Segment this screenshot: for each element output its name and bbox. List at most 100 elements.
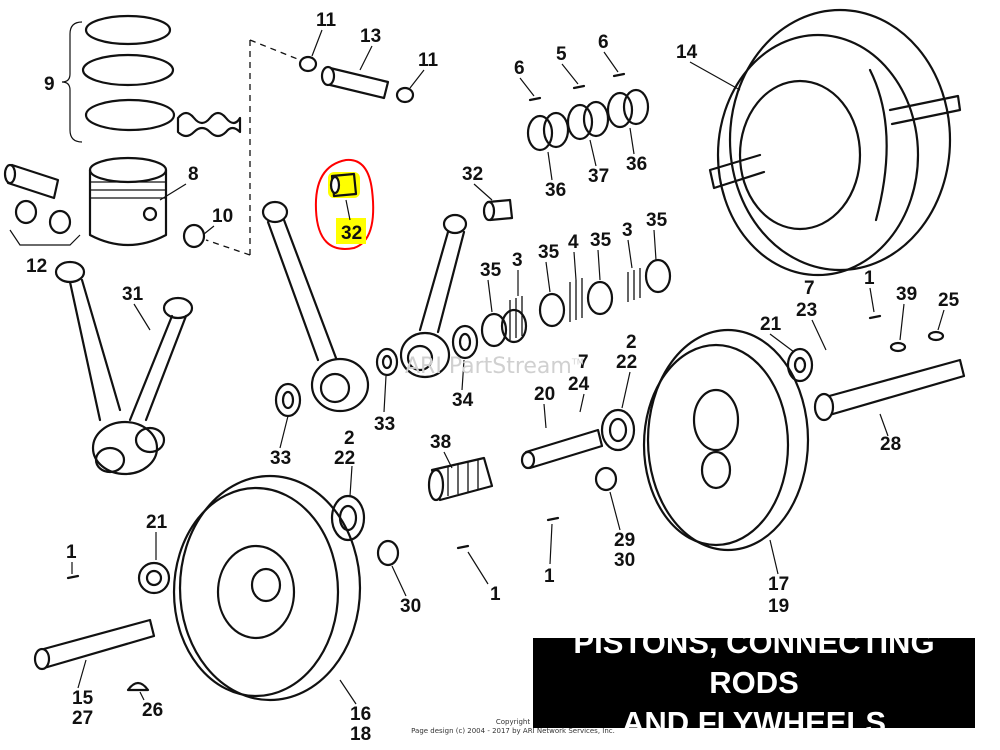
callout-20: 20 (534, 384, 555, 405)
watermark-text: ARI PartStream (405, 354, 572, 379)
bushing-part-32[interactable] (482, 198, 514, 222)
callout-32: 32 (462, 164, 483, 185)
bearing-part-37[interactable] (566, 100, 610, 141)
callout-35: 35 (480, 260, 502, 281)
callout-37: 37 (588, 166, 609, 187)
callout-21: 21 (760, 314, 782, 335)
callout-34: 34 (452, 390, 474, 411)
callout-6: 6 (514, 58, 525, 79)
highlighted-bushing-part-32[interactable] (314, 158, 375, 250)
callout-35: 35 (646, 210, 668, 231)
callout-3: 3 (622, 220, 633, 241)
connecting-rod-left[interactable] (261, 200, 370, 413)
callout-11: 11 (316, 10, 337, 31)
copyright-notice: Copyright Page design (c) 2004 - 2017 by… (393, 718, 633, 736)
callout-18: 18 (350, 724, 371, 745)
callout-12: 12 (26, 256, 47, 277)
washer-part-34[interactable] (451, 324, 479, 360)
watermark: ARI PartStreamTM (405, 354, 584, 379)
pins-parts-5-6[interactable] (528, 72, 626, 102)
callout-36: 36 (545, 180, 566, 201)
key-part-39[interactable] (889, 341, 907, 353)
callout-9: 9 (44, 74, 55, 95)
callout-39: 39 (896, 284, 917, 305)
callout-7: 7 (578, 352, 589, 373)
callout-30: 30 (614, 550, 635, 571)
callout-23: 23 (796, 300, 817, 321)
callout-38: 38 (430, 432, 451, 453)
callout-24: 24 (568, 374, 590, 395)
callout-30: 30 (400, 596, 421, 617)
needle-bearing-part-38[interactable] (427, 456, 494, 502)
washer-part-21[interactable] (786, 347, 814, 383)
key-part-26[interactable] (126, 681, 150, 692)
pin-part-12[interactable] (3, 163, 81, 246)
leader-lines (71, 29, 945, 705)
nut-part-10[interactable] (182, 223, 206, 249)
callout-1: 1 (490, 584, 501, 605)
callout-1: 1 (544, 566, 555, 587)
callout-2: 2 (344, 428, 355, 449)
callout-29: 29 (614, 530, 635, 551)
callout-8: 8 (188, 164, 199, 185)
callout-31: 31 (122, 284, 144, 305)
thrust-washer-part-33[interactable] (274, 347, 399, 418)
callout-35: 35 (590, 230, 612, 251)
callout-25: 25 (938, 290, 960, 311)
cage-part-4[interactable] (569, 278, 583, 322)
flywheel-part-16[interactable] (172, 474, 362, 702)
callout-13: 13 (360, 26, 381, 47)
copyright-line-1: Copyright (495, 718, 531, 726)
piston-rings-part-9[interactable] (61, 14, 242, 143)
callout-7: 7 (804, 278, 815, 299)
highlight-ring (314, 158, 375, 250)
callout-36: 36 (626, 154, 647, 175)
mainshaft-part-28[interactable] (813, 358, 966, 422)
callout-32-highlighted: 32 (341, 223, 362, 244)
callout-labels: 9 11 13 11 8 10 12 31 32 32 6 5 6 36 37 … (26, 10, 960, 745)
callout-27: 27 (72, 708, 93, 729)
rollers-part-3[interactable] (509, 268, 641, 340)
callout-1: 1 (864, 268, 875, 289)
copyright-line-2: Page design (c) 2004 - 2017 by ARI Netwo… (411, 727, 615, 735)
piston-pin-part-13[interactable] (320, 65, 390, 100)
callout-28: 28 (880, 434, 901, 455)
watermark-tm: TM (571, 357, 584, 367)
callout-17: 17 (768, 574, 789, 595)
callout-33: 33 (270, 448, 291, 469)
callout-22: 22 (616, 352, 637, 373)
title-line-1: PISTONS, CONNECTING RODS (573, 625, 935, 700)
flywheel-part-14[interactable] (708, 8, 962, 277)
connecting-rod-assembly-part-31[interactable] (54, 260, 194, 476)
roller-bearing-part-35[interactable] (480, 258, 672, 348)
callout-5: 5 (556, 44, 567, 65)
connecting-rod-right[interactable] (399, 213, 468, 379)
callout-26: 26 (142, 700, 163, 721)
screw-part-1[interactable] (66, 314, 882, 580)
flywheel-part-17[interactable] (642, 328, 810, 552)
callout-16: 16 (350, 704, 371, 725)
circlip-part-11[interactable] (298, 55, 415, 104)
callout-22: 22 (334, 448, 355, 469)
bearing-part-36[interactable] (526, 88, 650, 152)
callout-15: 15 (72, 688, 94, 709)
callout-21: 21 (146, 512, 168, 533)
piston-part-8[interactable] (88, 156, 168, 247)
callout-33: 33 (374, 414, 395, 435)
shaft-part-15[interactable] (33, 618, 156, 671)
key-part-25[interactable] (927, 330, 945, 342)
callout-10: 10 (212, 206, 233, 227)
title-line-2: AND FLYWHEELS (621, 705, 887, 740)
assembly-dashed-line (205, 39, 301, 256)
callout-1: 1 (66, 542, 77, 563)
nut-part-21[interactable] (137, 561, 171, 595)
callout-2: 2 (626, 332, 637, 353)
callout-11: 11 (418, 50, 439, 71)
callout-14: 14 (676, 42, 698, 63)
callout-19: 19 (768, 596, 789, 617)
callout-35: 35 (538, 242, 560, 263)
nut-part-30[interactable] (376, 466, 618, 567)
diagram-title-box: PISTONS, CONNECTING RODS AND FLYWHEELS (533, 625, 975, 740)
crankpin-part-20[interactable] (520, 428, 604, 470)
